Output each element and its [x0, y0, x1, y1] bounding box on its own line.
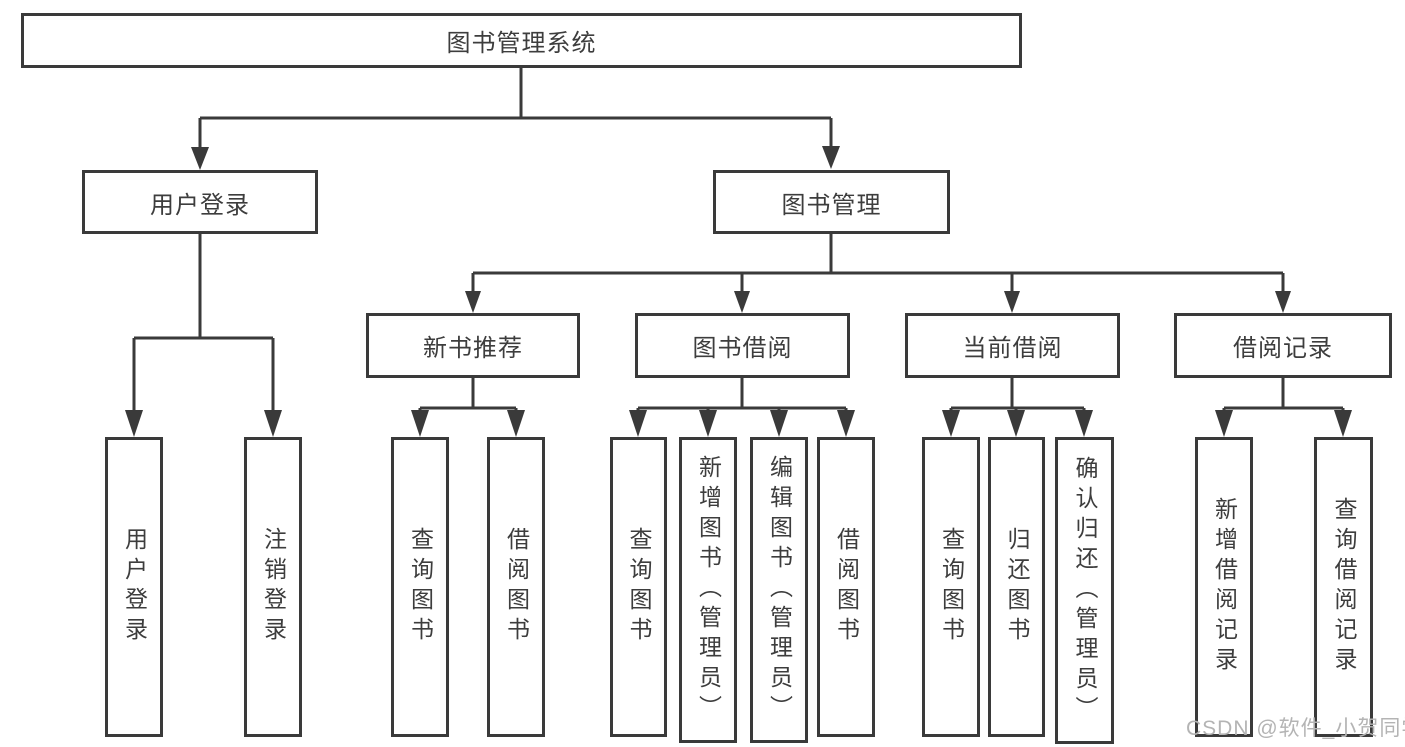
leaf-query-books-3: 查询图书	[922, 437, 980, 737]
node-borrowing-records: 借阅记录	[1174, 313, 1392, 378]
node-new-book-recommend: 新书推荐	[366, 313, 580, 378]
leaf-edit-books-admin: 编辑图书（管理员）	[750, 437, 808, 743]
connector-user-login-children	[132, 234, 275, 412]
leaf-borrow-books-1: 借阅图书	[487, 437, 545, 737]
connector-current-borrow-children	[949, 378, 1086, 412]
arrowhead	[1334, 410, 1352, 437]
arrowhead	[465, 291, 481, 313]
node-library-system: 图书管理系统	[21, 13, 1022, 68]
node-book-borrowing: 图书借阅	[635, 313, 850, 378]
arrowhead	[1075, 410, 1093, 437]
arrowhead	[1004, 291, 1020, 313]
arrowhead	[734, 291, 750, 313]
connector-borrow-records-children	[1222, 378, 1345, 412]
arrowhead	[507, 410, 525, 437]
arrowhead	[1007, 410, 1025, 437]
leaf-query-borrow-record: 查询借阅记录	[1314, 437, 1373, 737]
leaf-add-borrow-record: 新增借阅记录	[1195, 437, 1253, 737]
leaf-borrow-books-2: 借阅图书	[817, 437, 875, 737]
arrowhead	[1215, 410, 1233, 437]
connector-book-mgmt-children	[471, 234, 1285, 293]
arrowhead	[942, 410, 960, 437]
arrowhead	[1275, 291, 1291, 313]
leaf-user-login: 用户登录	[105, 437, 163, 737]
arrowhead	[770, 410, 788, 437]
arrowhead	[411, 410, 429, 437]
connector-new-book-children	[418, 378, 518, 412]
connector-book-borrow-children	[636, 378, 848, 412]
leaf-add-books-admin: 新增图书（管理员）	[679, 437, 737, 743]
arrowhead	[699, 410, 717, 437]
arrowhead	[125, 410, 143, 437]
leaf-logout-login: 注销登录	[244, 437, 302, 737]
arrowhead	[629, 410, 647, 437]
node-current-borrowing: 当前借阅	[905, 313, 1120, 378]
leaf-query-books-1: 查询图书	[391, 437, 449, 737]
arrowhead	[822, 146, 840, 169]
watermark: CSDN @软件_小贺同学	[1186, 717, 1405, 740]
leaf-query-books-2: 查询图书	[610, 437, 667, 737]
arrowhead	[837, 410, 855, 437]
connector-root-to-level2	[198, 68, 833, 148]
node-book-management: 图书管理	[713, 170, 950, 234]
arrowhead	[191, 147, 209, 170]
node-user-login: 用户登录	[82, 170, 318, 234]
leaf-return-books: 归还图书	[988, 437, 1045, 737]
leaf-confirm-return-admin: 确认归还（管理员）	[1055, 437, 1114, 744]
arrowhead	[264, 410, 282, 437]
